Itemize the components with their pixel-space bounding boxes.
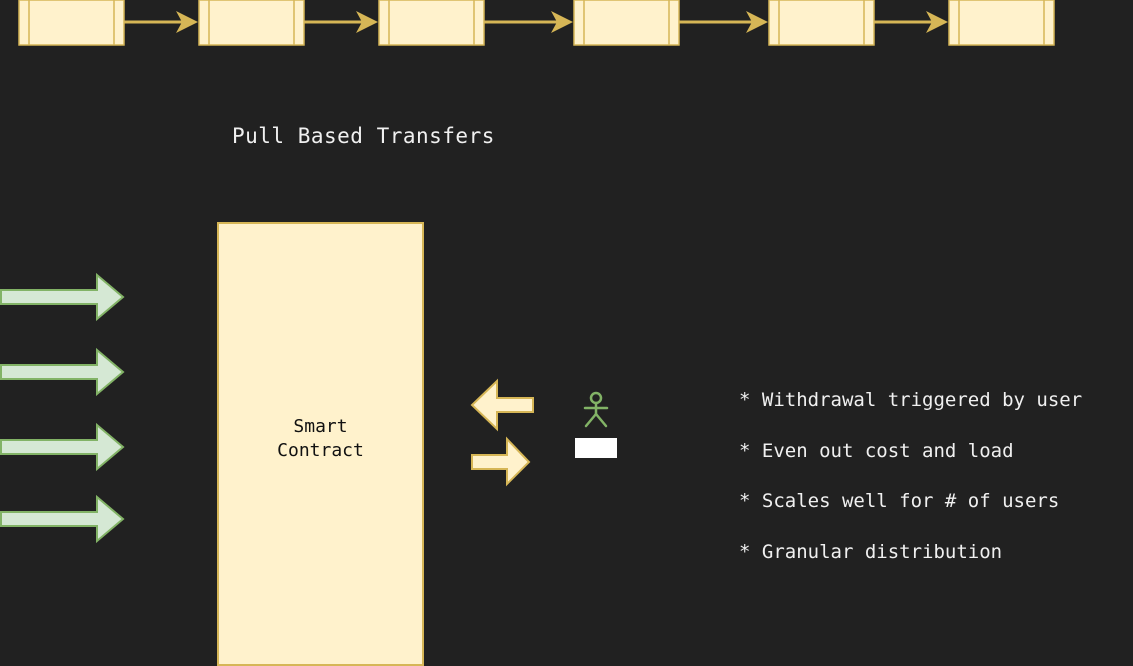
incoming-arrow-3 <box>0 422 125 472</box>
incoming-arrow-4 <box>0 494 125 544</box>
benefit-item: * Scales well for # of users <box>739 490 1060 512</box>
chain-block-1 <box>18 0 125 46</box>
chain-block-6 <box>948 0 1055 46</box>
chain-arrow-5 <box>874 11 948 33</box>
benefit-item: * Granular distribution <box>739 540 1003 563</box>
stick-figure-icon <box>583 391 609 428</box>
chain-block-3 <box>378 0 485 46</box>
benefit-item: * Withdrawal triggered by user <box>739 389 1083 411</box>
incoming-arrow-2 <box>0 347 125 397</box>
user-label-box <box>575 438 617 458</box>
chain-block-4 <box>573 0 680 46</box>
request-arrow-right <box>471 436 531 487</box>
withdraw-arrow-left <box>470 378 534 432</box>
chain-arrow-3 <box>484 11 573 33</box>
block-chain <box>18 0 1055 46</box>
chain-block-2 <box>198 0 305 46</box>
benefit-item: * Even out cost and load <box>739 439 1014 462</box>
chain-arrow-1 <box>124 11 198 33</box>
chain-arrow-4 <box>679 11 768 33</box>
smart-contract-box <box>217 222 424 666</box>
chain-arrow-2 <box>304 11 378 33</box>
chain-block-5 <box>768 0 875 46</box>
benefits-list: * Withdrawal triggered by user * Even ou… <box>739 386 1082 588</box>
smart-contract-label: Smart Contract <box>277 416 364 461</box>
incoming-arrow-1 <box>0 272 125 322</box>
incoming-arrows <box>0 272 125 544</box>
diagram-title: Pull Based Transfers <box>232 124 495 148</box>
